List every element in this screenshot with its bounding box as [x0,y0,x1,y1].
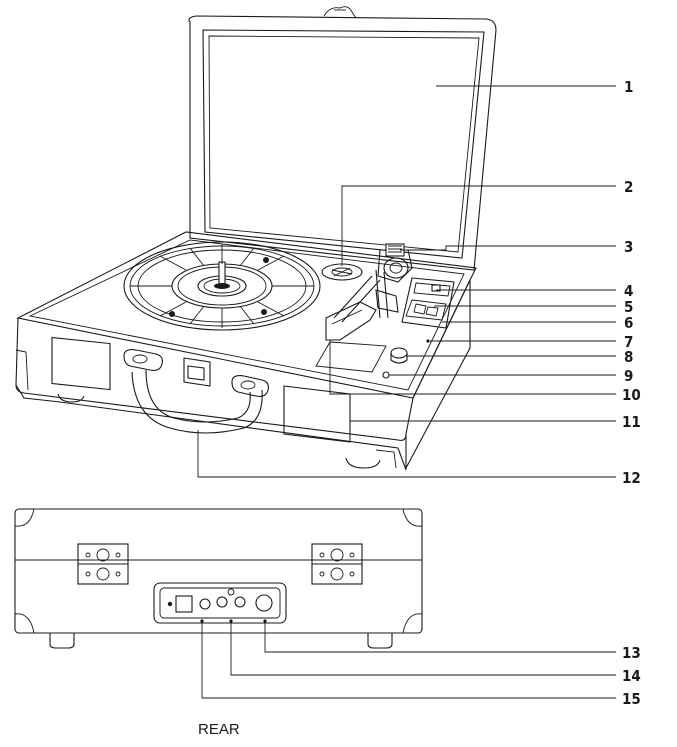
rear-view [14,508,423,649]
callout-4: 4 [624,282,633,300]
tonearm [315,243,413,373]
callout-14: 14 [622,667,641,685]
callout-11: 11 [622,413,641,431]
callout-1: 1 [624,78,633,96]
turntable-base [15,231,477,471]
callout-10: 10 [622,386,641,404]
callout-12: 12 [622,469,641,487]
callout-7: 7 [624,333,633,351]
leader-lines [197,85,616,699]
lid [188,6,497,271]
callout-9: 9 [624,367,633,385]
callout-2: 2 [624,178,633,196]
platter [123,241,321,331]
callout-3: 3 [624,238,633,256]
callout-13: 13 [622,644,641,662]
callout-8: 8 [624,348,633,366]
callout-6: 6 [624,314,633,332]
callout-labels: 1 2 3 4 5 6 7 8 9 10 11 12 13 14 15 [622,78,641,708]
callout-15: 15 [622,690,641,708]
adapter-45rpm [321,263,363,281]
rear-caption: REAR [198,721,240,738]
carry-handle [123,349,269,434]
control-panel [382,277,455,379]
callout-5: 5 [624,298,633,316]
